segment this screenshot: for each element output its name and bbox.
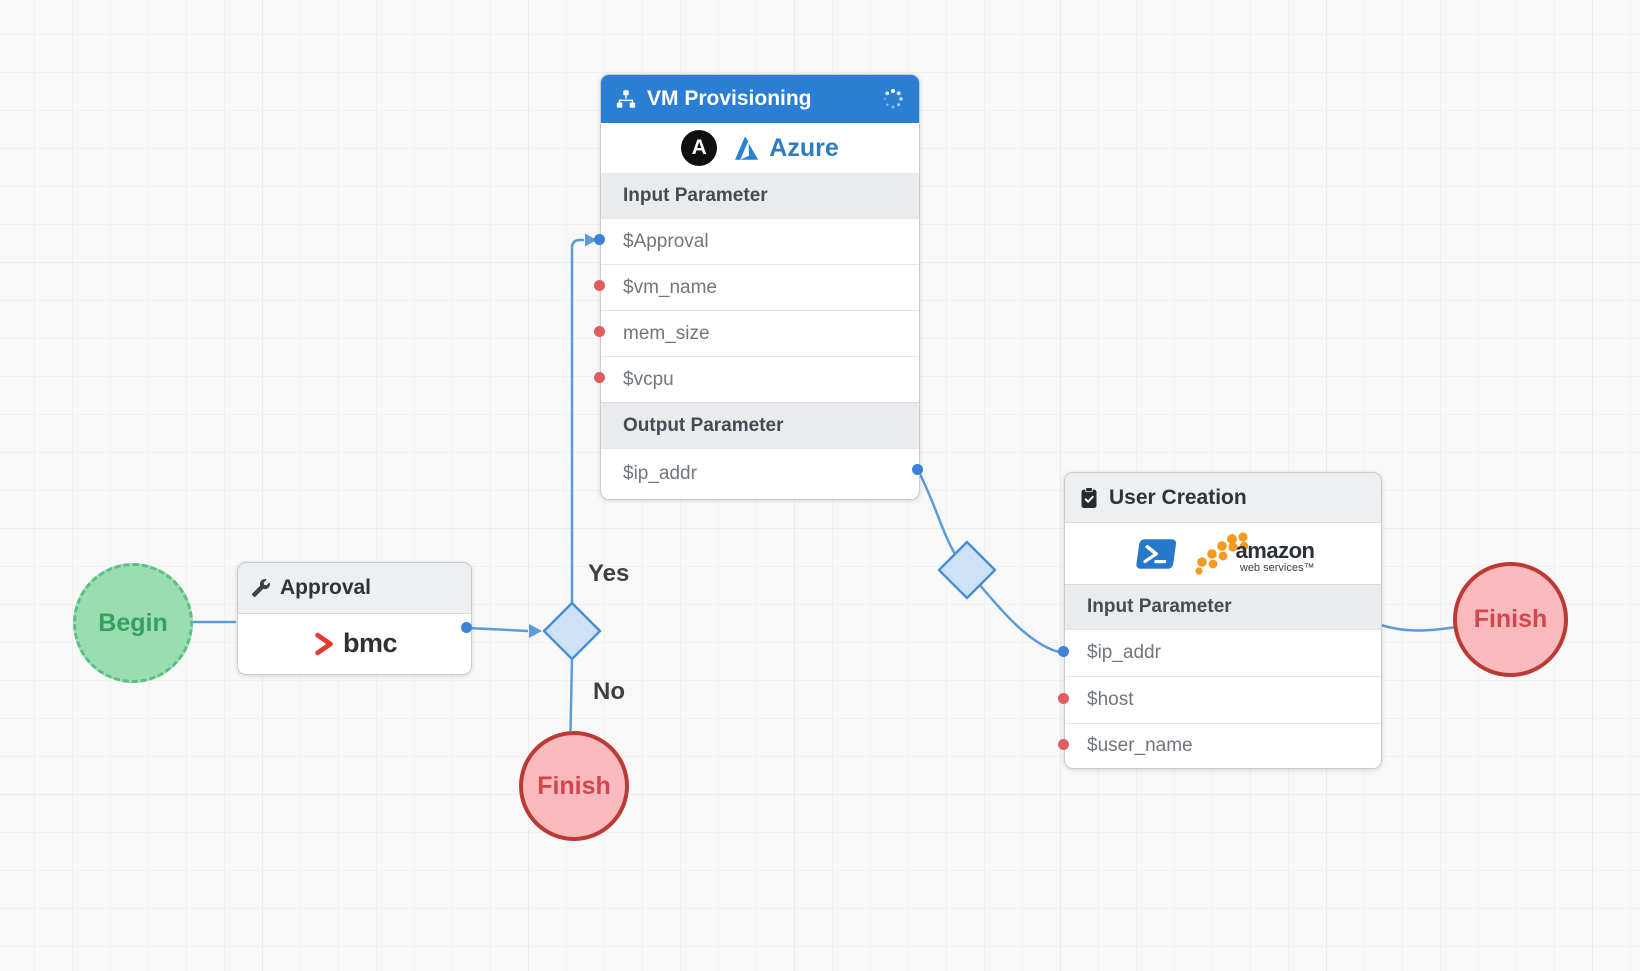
decision1-diamond[interactable] [542,601,602,661]
ansible-letter: A [691,136,707,159]
uc-input-parameter-header: Input Parameter [1065,584,1381,629]
finish-node-bottom[interactable]: Finish [519,731,629,841]
spinner-icon [881,87,905,111]
port-uc-in-user-name[interactable] [1058,739,1069,750]
aws-logo: amazon web services™ [1192,531,1315,576]
uc-input-row-user-name[interactable]: $user_name [1065,723,1381,768]
vm-provisioning-header: VM Provisioning [601,75,919,123]
uc-input-row-ip-addr[interactable]: $ip_addr [1065,629,1381,676]
port-vm-in-vm-name[interactable] [594,280,605,291]
edge-decision1-yes[interactable] [570,238,584,603]
sitemap-icon [615,88,637,110]
finish-node-right[interactable]: Finish [1453,562,1568,677]
user-creation-node[interactable]: User Creation [1064,472,1382,769]
powershell-icon [1132,536,1178,572]
approval-node[interactable]: Approval bmc [237,562,472,675]
approval-header: Approval [238,563,471,614]
vm-provisioning-title: VM Provisioning [647,86,812,110]
vm-vendor-row: A Azure [601,123,919,173]
vm-input-parameter-header: Input Parameter [601,173,919,218]
port-vm-in-approval[interactable] [594,234,605,245]
vm-provisioning-node[interactable]: VM Provisioning A [600,74,920,500]
bmc-chevron-icon [315,632,333,655]
clipboard-check-icon [1079,486,1099,509]
vm-output-row-ip-addr[interactable]: $ip_addr [601,448,919,499]
user-creation-vendor-row: amazon web services™ [1065,523,1381,584]
vm-output-parameter-header: Output Parameter [601,402,919,448]
vm-input-row-vcpu[interactable]: $vcpu [601,356,919,402]
port-uc-in-ip-addr[interactable] [1058,646,1069,657]
azure-icon [735,136,759,160]
user-creation-header: User Creation [1065,473,1381,523]
bmc-logo: bmc [312,628,398,659]
port-approval-out[interactable] [461,622,472,633]
azure-logo: Azure [731,133,839,163]
port-vm-in-mem-size[interactable] [594,326,605,337]
edge-vm-to-user-creation[interactable] [916,469,1060,654]
amazon-logo-text: amazon [1235,537,1315,563]
vm-input-row-mem-size[interactable]: mem_size [601,310,919,356]
azure-logo-text: Azure [769,133,839,162]
port-vm-out-ip-addr[interactable] [912,464,923,475]
finish-right-label: Finish [1473,605,1548,633]
port-vm-in-vcpu[interactable] [594,372,605,383]
vm-input-row-vm-name[interactable]: $vm_name [601,264,919,310]
aws-honeycomb-icon [1194,531,1248,575]
decision2-diamond[interactable] [937,540,997,600]
approval-title: Approval [280,576,372,599]
decision1-yes-label: Yes [588,560,630,587]
uc-input-row-host[interactable]: $host [1065,676,1381,723]
arrowhead-into-approval-port [585,233,597,247]
user-creation-title: User Creation [1109,485,1247,509]
edge-approval-to-decision1[interactable] [467,626,529,633]
port-uc-in-host[interactable] [1058,693,1069,704]
vm-input-row-approval[interactable]: $Approval [601,218,919,264]
edge-decision1-no[interactable] [569,658,574,732]
aws-sub-text: web services™ [1239,561,1315,574]
arrowhead-into-decision1 [529,624,542,638]
finish-bottom-label: Finish [537,771,611,800]
bmc-logo-text: bmc [342,628,398,658]
begin-label: Begin [98,608,168,637]
ansible-logo-icon: A [681,130,718,166]
begin-node[interactable]: Begin [73,563,193,683]
wrench-icon [252,579,270,597]
approval-vendor-row: bmc [238,614,471,673]
edge-user-creation-to-finish[interactable] [1380,623,1457,632]
decision1-no-label: No [593,678,625,705]
